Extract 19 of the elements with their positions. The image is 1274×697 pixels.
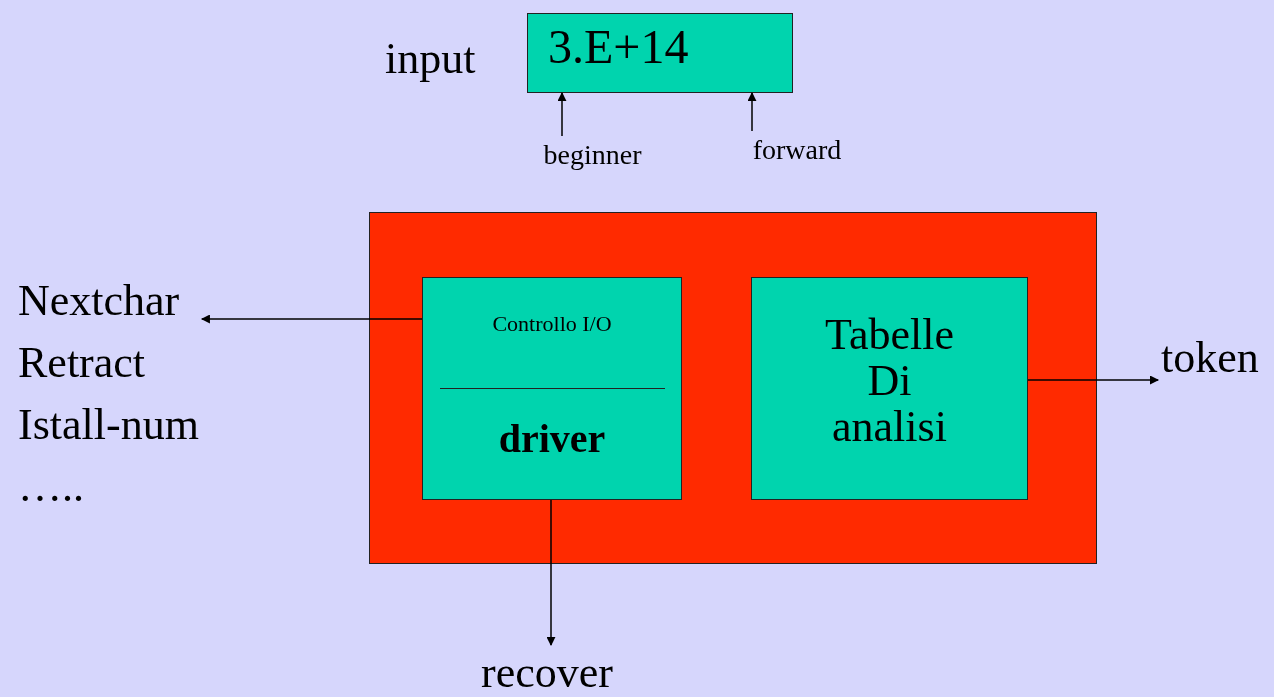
output-label: token: [1160, 335, 1260, 382]
output-label: recover: [480, 650, 614, 697]
arrow: [1027, 375, 1159, 385]
box-text: 3.E+14: [548, 22, 690, 73]
arrow: [747, 92, 757, 132]
arrow: [557, 92, 567, 137]
input-label: input: [385, 36, 476, 83]
pointer-label: forward: [751, 135, 843, 165]
box-text: Tabelle Di analisi: [824, 312, 955, 451]
container-box: [369, 212, 1097, 564]
section-title: driver: [497, 418, 607, 460]
input-box: [527, 13, 793, 93]
function-list: Nextchar Retract Istall-num …..: [18, 270, 243, 518]
pointer-label: beginner: [542, 140, 643, 170]
box-text: Controllo I/O: [491, 312, 613, 336]
tables-box: [751, 277, 1028, 500]
arrow: [546, 499, 556, 646]
io-control-box: [422, 277, 682, 500]
arrow: [200, 314, 423, 324]
